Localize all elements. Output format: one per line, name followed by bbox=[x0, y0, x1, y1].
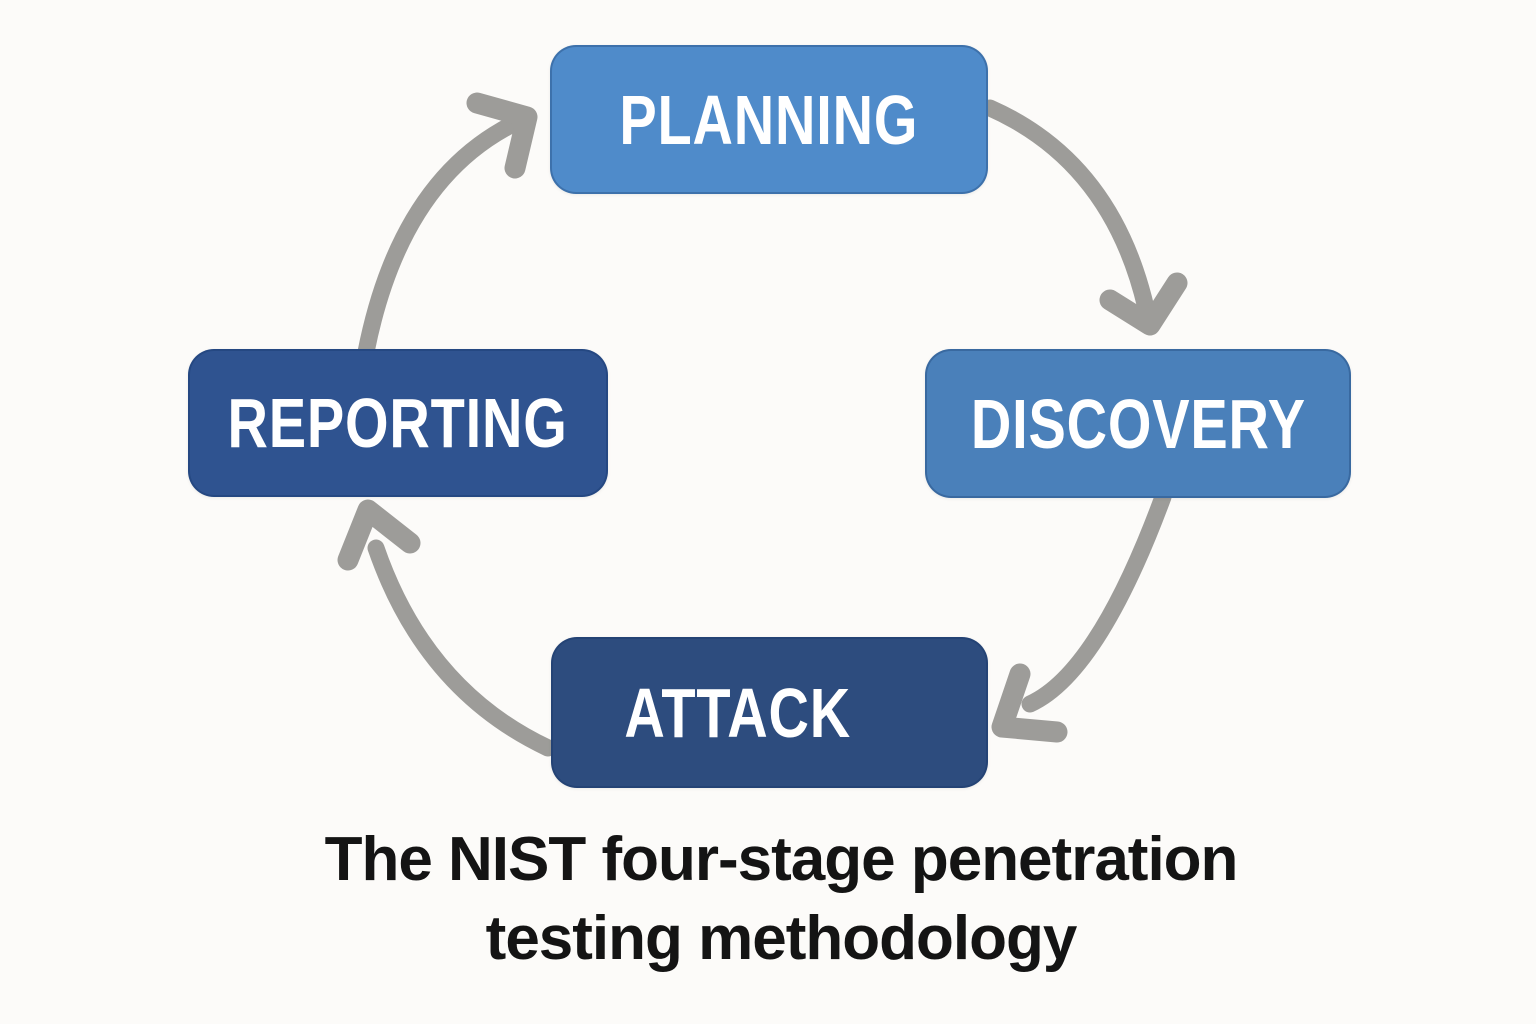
stage-box-reporting: REPORTING bbox=[188, 349, 608, 497]
stage-label-reporting: REPORTING bbox=[227, 384, 569, 462]
stage-box-planning: PLANNING bbox=[550, 45, 988, 194]
stage-box-discovery: DISCOVERY bbox=[925, 349, 1351, 498]
stage-box-attack: ATTACK bbox=[551, 637, 988, 788]
stage-label-planning: PLANNING bbox=[619, 80, 919, 159]
arrow-attack-to-reporting-icon bbox=[337, 499, 557, 757]
diagram-caption: The NIST four-stage penetration testing … bbox=[324, 825, 1239, 974]
stage-label-discovery: DISCOVERY bbox=[970, 384, 1306, 463]
stage-label-attack: ATTACK bbox=[624, 673, 851, 752]
arrow-reporting-to-planning-icon bbox=[357, 92, 538, 361]
arrow-planning-to-discovery-icon bbox=[981, 99, 1188, 336]
arrow-discovery-to-attack-icon bbox=[991, 488, 1172, 743]
